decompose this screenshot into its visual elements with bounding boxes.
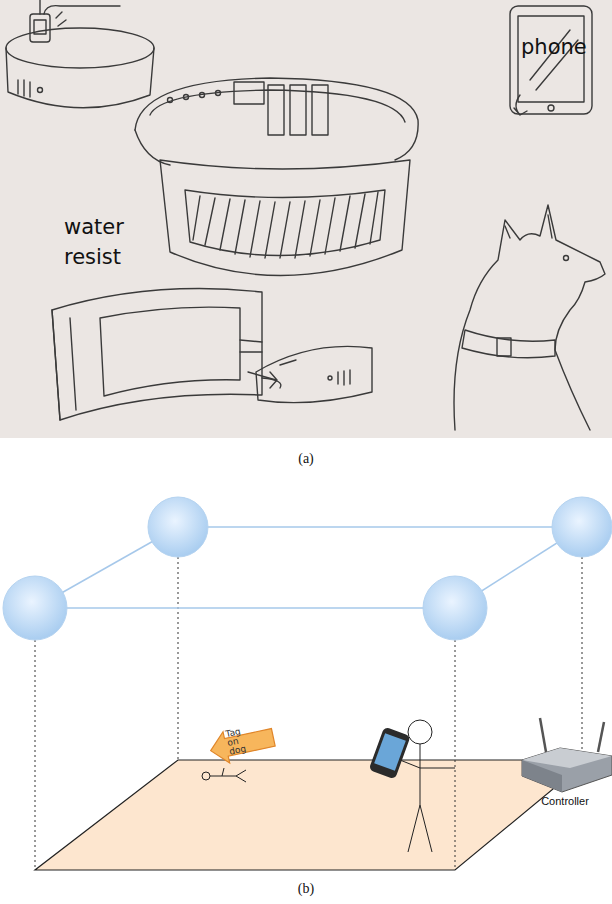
floor [35,760,588,870]
phone-label: phone [521,34,611,60]
device-label: Controller [530,794,600,808]
panel-label: (a) [256,450,356,468]
tag-arrow: Tag on dog [207,720,277,769]
tag-text: Tag on dog [225,725,256,757]
feature-note: water resist [64,212,164,272]
panel-label: (b) [256,880,356,898]
